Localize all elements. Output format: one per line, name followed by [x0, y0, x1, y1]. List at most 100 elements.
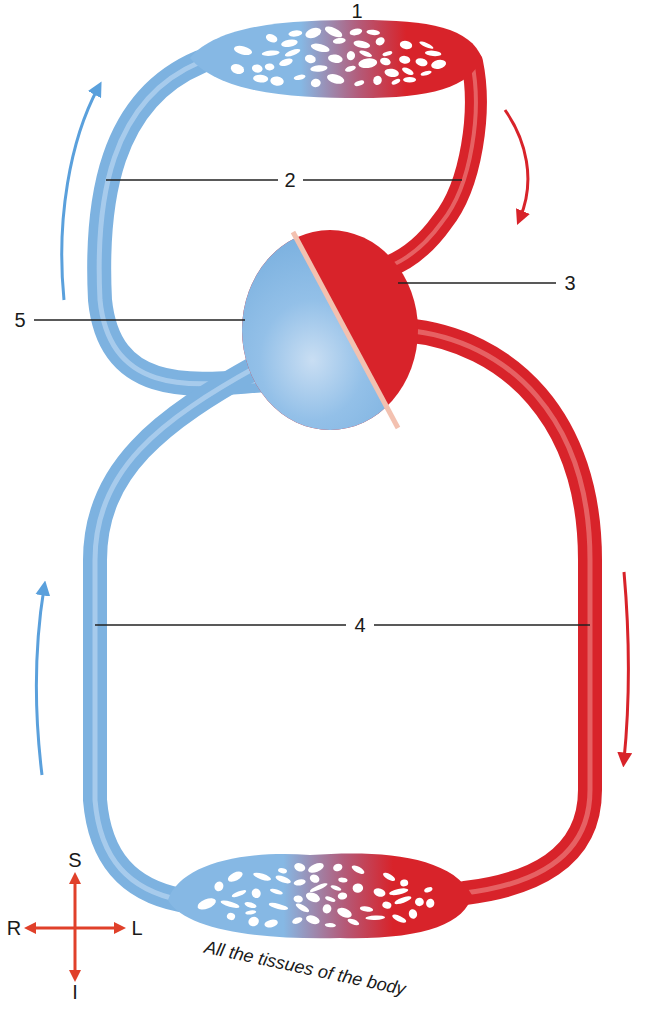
capillary-gap — [352, 883, 363, 893]
capillary-gap — [310, 78, 321, 88]
capillary-gap — [391, 913, 407, 924]
compass-letter: I — [72, 982, 78, 1002]
capillary-gap — [304, 54, 317, 65]
capillary-gap — [268, 901, 289, 911]
capillary-gap — [247, 915, 260, 928]
capillary-gap — [325, 895, 337, 903]
capillary-gap — [344, 65, 356, 73]
capillary-gap — [336, 906, 353, 920]
leader-lines — [34, 180, 590, 625]
capillary-gap — [425, 50, 442, 57]
capillary-gap — [304, 891, 321, 905]
capillary-gap — [420, 70, 432, 77]
capillary-gap — [372, 75, 383, 87]
capillary-gap — [382, 901, 393, 910]
capillary-gap — [403, 77, 416, 83]
capillary-gap — [288, 30, 303, 38]
capillary-gap — [293, 895, 303, 903]
capillary-gap — [350, 864, 365, 876]
capillary-gap — [295, 902, 311, 914]
capillary-gap — [382, 871, 397, 883]
capillary-gap — [251, 64, 263, 74]
callout-number: 5 — [14, 310, 25, 330]
capillary-gap — [359, 49, 373, 58]
capillary-gap — [430, 58, 447, 70]
capillary-gap — [304, 26, 323, 40]
capillary-gap — [379, 57, 391, 67]
capillary-gap — [327, 53, 343, 64]
vessel-highlight — [95, 365, 260, 900]
compass-letter: S — [68, 850, 81, 870]
capillary-gap — [245, 910, 256, 916]
capillary-gap — [389, 887, 409, 896]
aorta — [405, 330, 590, 893]
capillary-gap — [401, 66, 415, 76]
capillary-gap — [391, 78, 401, 86]
capillary-gap — [330, 884, 342, 892]
capillary-gap — [373, 887, 387, 898]
capillary-gap — [308, 873, 320, 884]
orientation-compass — [30, 878, 120, 976]
callout-number: 3 — [564, 273, 575, 293]
capillary-gap — [360, 906, 374, 913]
capillary-gap — [384, 68, 400, 78]
capillary-gap — [229, 62, 245, 75]
capillary-gap — [337, 892, 348, 901]
capillary-gap — [307, 861, 325, 875]
capillary-gap — [284, 47, 301, 58]
capillary-gap — [261, 50, 279, 57]
pulmonary-artery — [99, 62, 265, 384]
tissue-label: All the tissues of the body — [203, 938, 407, 998]
compass-letter: R — [7, 918, 21, 938]
capillary-gap — [374, 36, 386, 47]
vena-cava — [95, 365, 260, 900]
capillary-gap — [425, 898, 435, 909]
callout-number: 4 — [354, 615, 365, 635]
heart — [242, 230, 418, 430]
capillary-gap — [250, 887, 262, 899]
capillary-gap — [358, 57, 378, 69]
capillary-gap — [278, 867, 288, 874]
capillary-gap — [265, 63, 275, 71]
capillary-gap — [408, 908, 418, 919]
capillary-gap — [423, 886, 433, 893]
capillary-gap — [326, 72, 346, 85]
vessel-highlight — [99, 62, 265, 384]
capillary-gap — [366, 29, 380, 36]
capillary-gap — [281, 38, 299, 48]
capillary-gap — [213, 880, 225, 893]
capillary-gap — [347, 917, 360, 926]
capillary-gap — [382, 50, 393, 57]
capillary-gap — [270, 76, 285, 87]
capillary-gap — [265, 32, 279, 44]
capillary-gap — [278, 57, 293, 68]
capillary-gap — [419, 40, 435, 50]
capillary-gap — [353, 39, 371, 49]
capillary-gap — [354, 79, 365, 87]
capillary-gap — [338, 877, 348, 883]
capillary-gap — [252, 871, 271, 882]
capillary-gap — [231, 889, 247, 899]
capillary-gap — [293, 862, 306, 873]
capillary-gap — [226, 869, 244, 883]
capillary-gap — [309, 882, 328, 894]
blood-vessels — [95, 62, 590, 900]
capillary-gap — [310, 65, 328, 73]
capillary-gap — [220, 899, 240, 910]
capillary-gap — [321, 903, 333, 915]
capillary-gap — [399, 40, 413, 51]
capillary-gap — [233, 44, 253, 57]
capillary-gap — [244, 901, 257, 910]
capillary-gap — [305, 914, 321, 926]
capillary-gap — [399, 55, 411, 64]
capillary-gap — [323, 24, 343, 39]
capillary-gap — [196, 896, 217, 912]
capillary-gap — [346, 51, 356, 61]
capillary-gap — [226, 912, 236, 921]
lung-capillary-bed — [190, 20, 482, 98]
tissue-capillary-bed — [168, 853, 472, 938]
capillary-gap — [291, 916, 303, 925]
capillary-gap — [264, 918, 279, 928]
